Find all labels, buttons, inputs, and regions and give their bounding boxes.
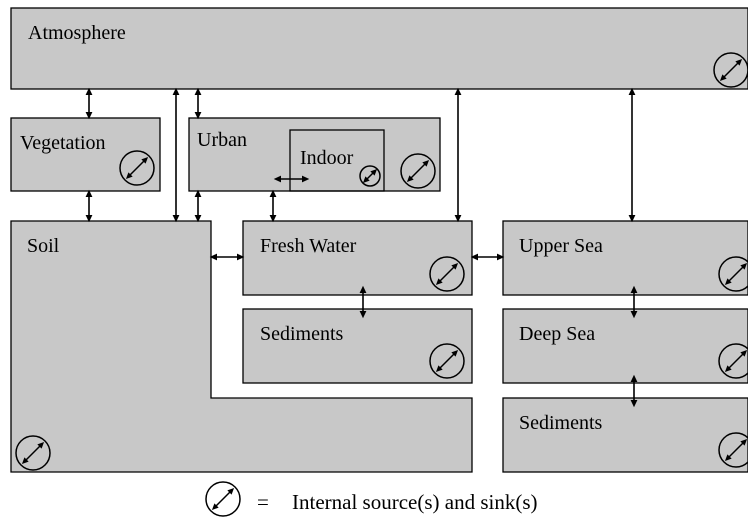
vegetation-box: Vegetation — [10, 117, 161, 192]
soil-label: Soil — [27, 235, 60, 257]
urban-label: Urban — [197, 129, 247, 151]
legend-text: Internal source(s) and sink(s) — [292, 490, 538, 514]
deep-sea-label: Deep Sea — [519, 323, 595, 345]
legend-equals: = — [257, 490, 269, 514]
fresh-water-sediments-label: Sediments — [260, 323, 344, 345]
fresh-water-sediments-box: Sediments — [242, 308, 473, 384]
soil-box: Soil — [10, 220, 473, 473]
sea-sediments-label: Sediments — [519, 412, 603, 434]
indoor-label: Indoor — [300, 147, 354, 169]
vegetation-label: Vegetation — [20, 132, 106, 154]
flow-arrows — [85, 87, 638, 408]
legend-source-sink-icon — [206, 482, 240, 516]
upper-sea-box: Upper Sea — [502, 220, 748, 296]
sea-sediments-box: Sediments — [502, 397, 748, 473]
atmosphere-label: Atmosphere — [28, 22, 126, 44]
atmosphere-box: Atmosphere — [10, 7, 748, 90]
deep-sea-box: Deep Sea — [502, 308, 748, 384]
fresh-water-box: Fresh Water — [242, 220, 473, 296]
legend: = Internal source(s) and sink(s) — [206, 482, 538, 516]
urban-box: Urban Indoor — [188, 117, 441, 192]
indoor-box — [289, 129, 385, 192]
upper-sea-label: Upper Sea — [519, 235, 603, 257]
fresh-water-label: Fresh Water — [260, 235, 357, 257]
indoor-source-sink-icon — [359, 165, 381, 187]
